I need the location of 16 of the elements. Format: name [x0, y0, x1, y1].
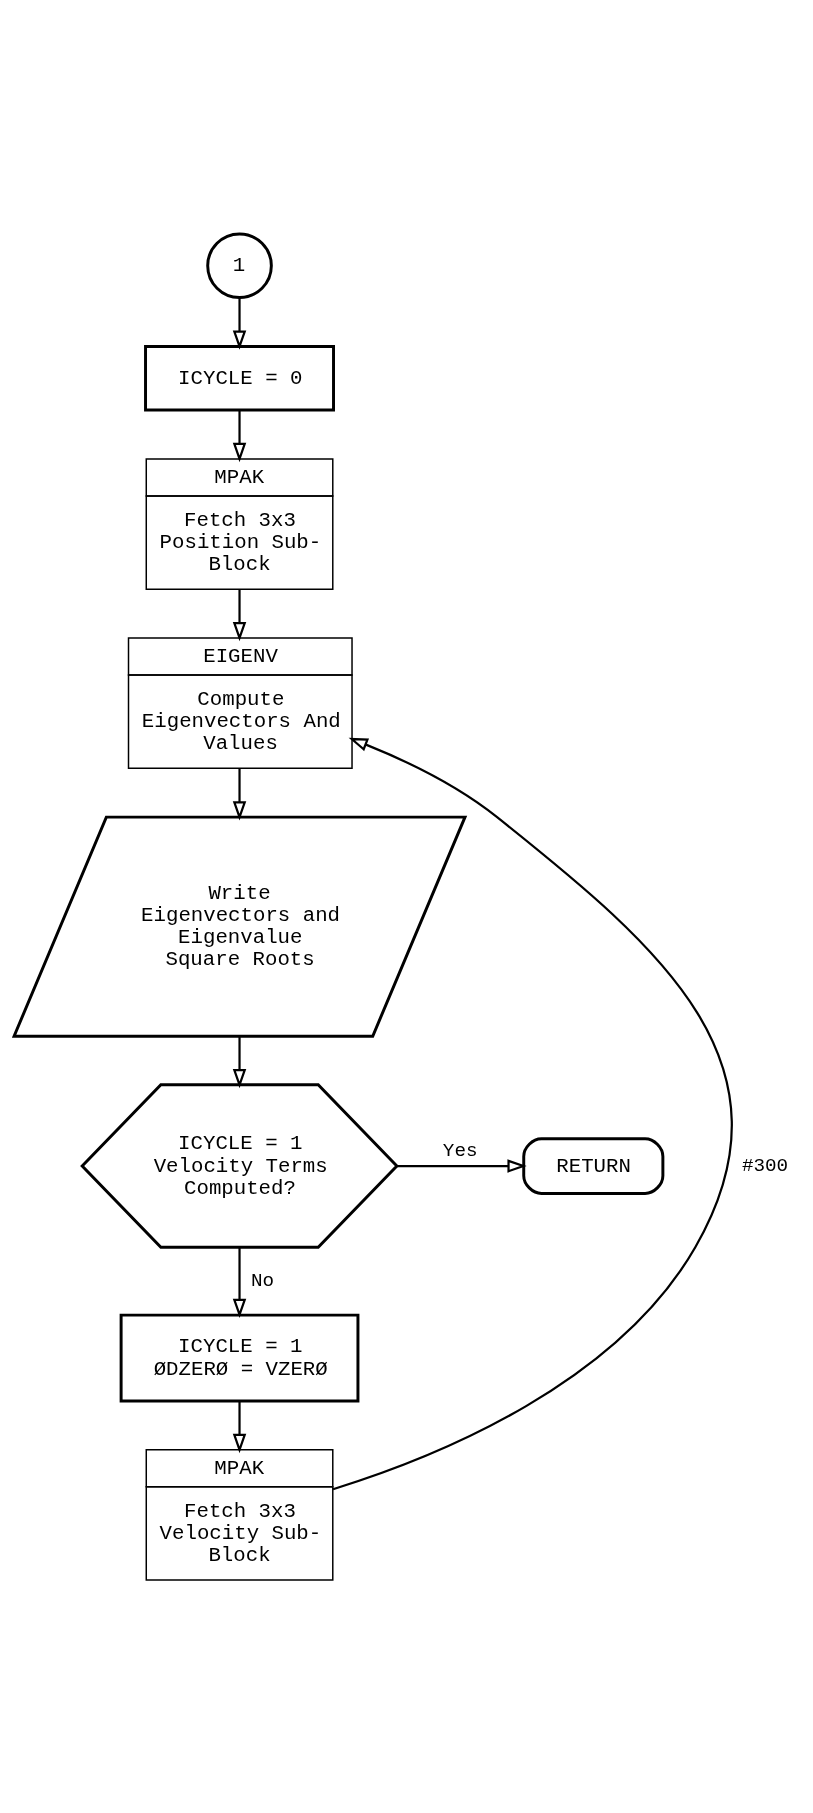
edge-label: Yes: [442, 1139, 478, 1162]
node-circle: 1: [206, 231, 273, 299]
arrow: [232, 767, 247, 820]
arrow: [232, 1246, 247, 1318]
node-box: ICYCLE = 0: [144, 344, 335, 412]
arrow: [332, 737, 733, 1490]
arrow: [232, 410, 247, 462]
node-box: RETURN: [522, 1136, 665, 1195]
node-box: ICYCLE = 1 ØDZERØ = VZERØ: [119, 1313, 360, 1402]
edge-label: #300: [741, 1154, 789, 1177]
arrow: [396, 1158, 527, 1173]
arrow: [232, 1036, 247, 1088]
arrow: [232, 297, 247, 350]
edge-label: No: [250, 1269, 275, 1292]
arrow: [232, 589, 247, 641]
arrow: [232, 1400, 247, 1453]
